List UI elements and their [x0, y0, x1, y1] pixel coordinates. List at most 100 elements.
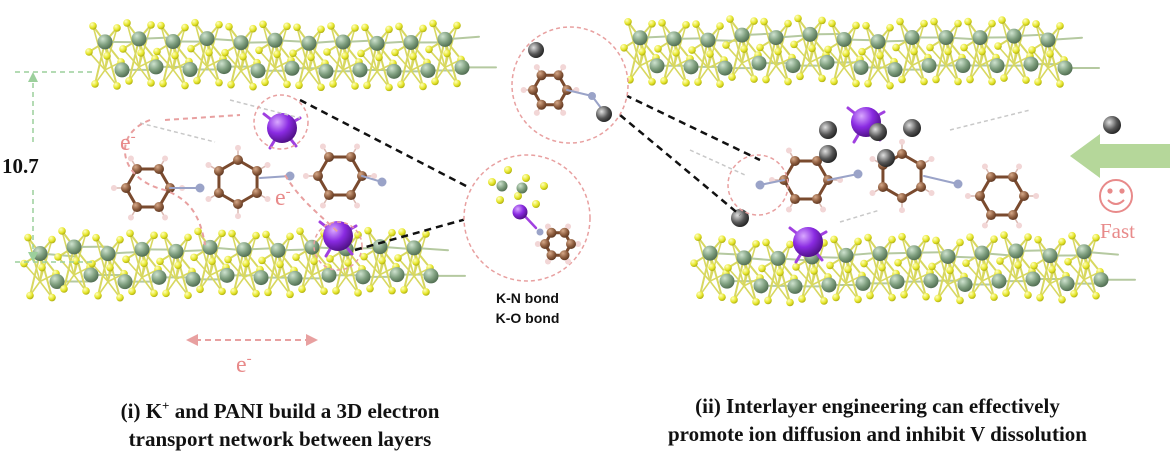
interlayer-spacing-label: 10.7 — [2, 154, 39, 178]
hydrogen-atom — [162, 215, 168, 221]
vanadium-atom — [718, 61, 733, 76]
vanadium-atom — [905, 30, 920, 45]
oxygen-atom — [181, 82, 189, 90]
oxygen-atom — [156, 258, 164, 266]
oxygen-atom — [724, 264, 732, 272]
oxygen-atom — [752, 298, 760, 306]
carbon-atom — [1008, 210, 1018, 220]
zinc-ion — [731, 209, 749, 227]
vanadium-atom — [667, 31, 682, 46]
zinc-ion — [877, 149, 895, 167]
oxygen-atom — [375, 54, 383, 62]
oxygen-atom — [826, 262, 834, 270]
oxygen-atom — [752, 240, 760, 248]
hydrogen-atom — [354, 203, 360, 209]
vanadium-atom — [1026, 272, 1041, 287]
oxygen-atom — [966, 76, 974, 84]
oxygen-atom — [798, 295, 806, 303]
vanadium-atom — [839, 248, 854, 263]
vanadium-atom — [922, 58, 937, 73]
carbon-atom — [566, 239, 576, 249]
hydrogen-atom — [869, 156, 875, 162]
carbon-atom — [154, 164, 164, 174]
fast-label: Fast — [1100, 219, 1135, 243]
oxygen-atom — [648, 78, 656, 86]
oxygen-atom — [648, 20, 656, 28]
oxygen-atom — [818, 75, 826, 83]
vanadium-atom — [1009, 244, 1024, 259]
oxygen-atom — [716, 80, 724, 88]
oxygen-atom — [688, 46, 696, 54]
oxygen-atom — [140, 260, 148, 268]
oxygen-atom — [191, 19, 199, 27]
oxygen-atom — [264, 289, 272, 297]
oxygen-atom — [82, 229, 90, 237]
electron-arrow-bottom — [186, 334, 318, 346]
hydrogen-atom — [965, 193, 971, 199]
oxygen-atom — [988, 78, 996, 86]
carbon-atom — [812, 194, 822, 204]
oxygen-atom — [38, 264, 46, 272]
oxygen-atom — [94, 292, 102, 300]
oxygen-atom — [1022, 18, 1030, 26]
oxygen-atom — [150, 290, 158, 298]
vanadium-atom — [1058, 60, 1073, 75]
oxygen-atom — [820, 297, 828, 305]
oxygen-atom — [762, 239, 770, 247]
oxygen-atom — [205, 49, 213, 57]
vanadium-atom — [356, 269, 371, 284]
oxygen-atom — [900, 291, 908, 299]
oxygen-atom — [968, 291, 976, 299]
hydrogen-atom — [929, 156, 935, 162]
oxygen-atom — [920, 20, 928, 28]
oxygen-atom — [323, 48, 331, 56]
oxygen-atom — [776, 269, 784, 277]
oxygen-atom — [26, 292, 34, 300]
oxygen-atom — [920, 78, 928, 86]
oxygen-atom — [758, 265, 766, 273]
vanadium-atom — [1077, 244, 1092, 259]
oxygen-atom — [682, 21, 690, 29]
oxygen-atom — [273, 50, 281, 58]
oxygen-atom — [221, 49, 229, 57]
oxygen-atom — [886, 82, 894, 90]
oxygen-atom — [852, 80, 860, 88]
vanadium-atom — [822, 277, 837, 292]
nitrogen-atom — [196, 184, 205, 193]
vanadium-atom — [703, 246, 718, 261]
oxygen-atom — [20, 260, 28, 268]
oxygen-atom — [842, 50, 850, 58]
vanadium-atom — [837, 32, 852, 47]
oxygen-atom — [317, 83, 325, 91]
vanadium-atom — [305, 240, 320, 255]
oxygen-atom — [690, 259, 698, 267]
vanadium-atom — [234, 35, 249, 50]
oxygen-atom — [252, 232, 260, 240]
oxygen-atom — [932, 76, 940, 84]
carbon-atom — [233, 155, 243, 165]
vanadium-atom — [803, 27, 818, 42]
nitrogen-atom — [378, 178, 387, 187]
vanadium-atom — [166, 34, 181, 49]
oxygen-atom — [532, 200, 540, 208]
vanadium-atom — [1007, 29, 1022, 44]
vanadium-atom — [497, 181, 508, 192]
oxygen-atom — [258, 257, 266, 265]
vanadium-atom — [939, 30, 954, 45]
hydrogen-atom — [162, 155, 168, 161]
oxygen-atom — [858, 48, 866, 56]
oxygen-atom — [215, 21, 223, 29]
vanadium-atom — [322, 268, 337, 283]
zinc-ion — [819, 121, 837, 139]
carbon-atom — [214, 166, 224, 176]
oxygen-atom — [329, 80, 337, 88]
oxygen-atom — [60, 285, 68, 293]
oxygen-atom — [990, 293, 998, 301]
vanadium-atom — [975, 246, 990, 261]
oxygen-atom — [790, 41, 798, 49]
vanadium-atom — [118, 274, 133, 289]
oxygen-atom — [1000, 74, 1008, 82]
nitrogen-atom — [854, 170, 863, 179]
hydrogen-atom — [869, 190, 875, 196]
oxygen-atom — [830, 78, 838, 86]
